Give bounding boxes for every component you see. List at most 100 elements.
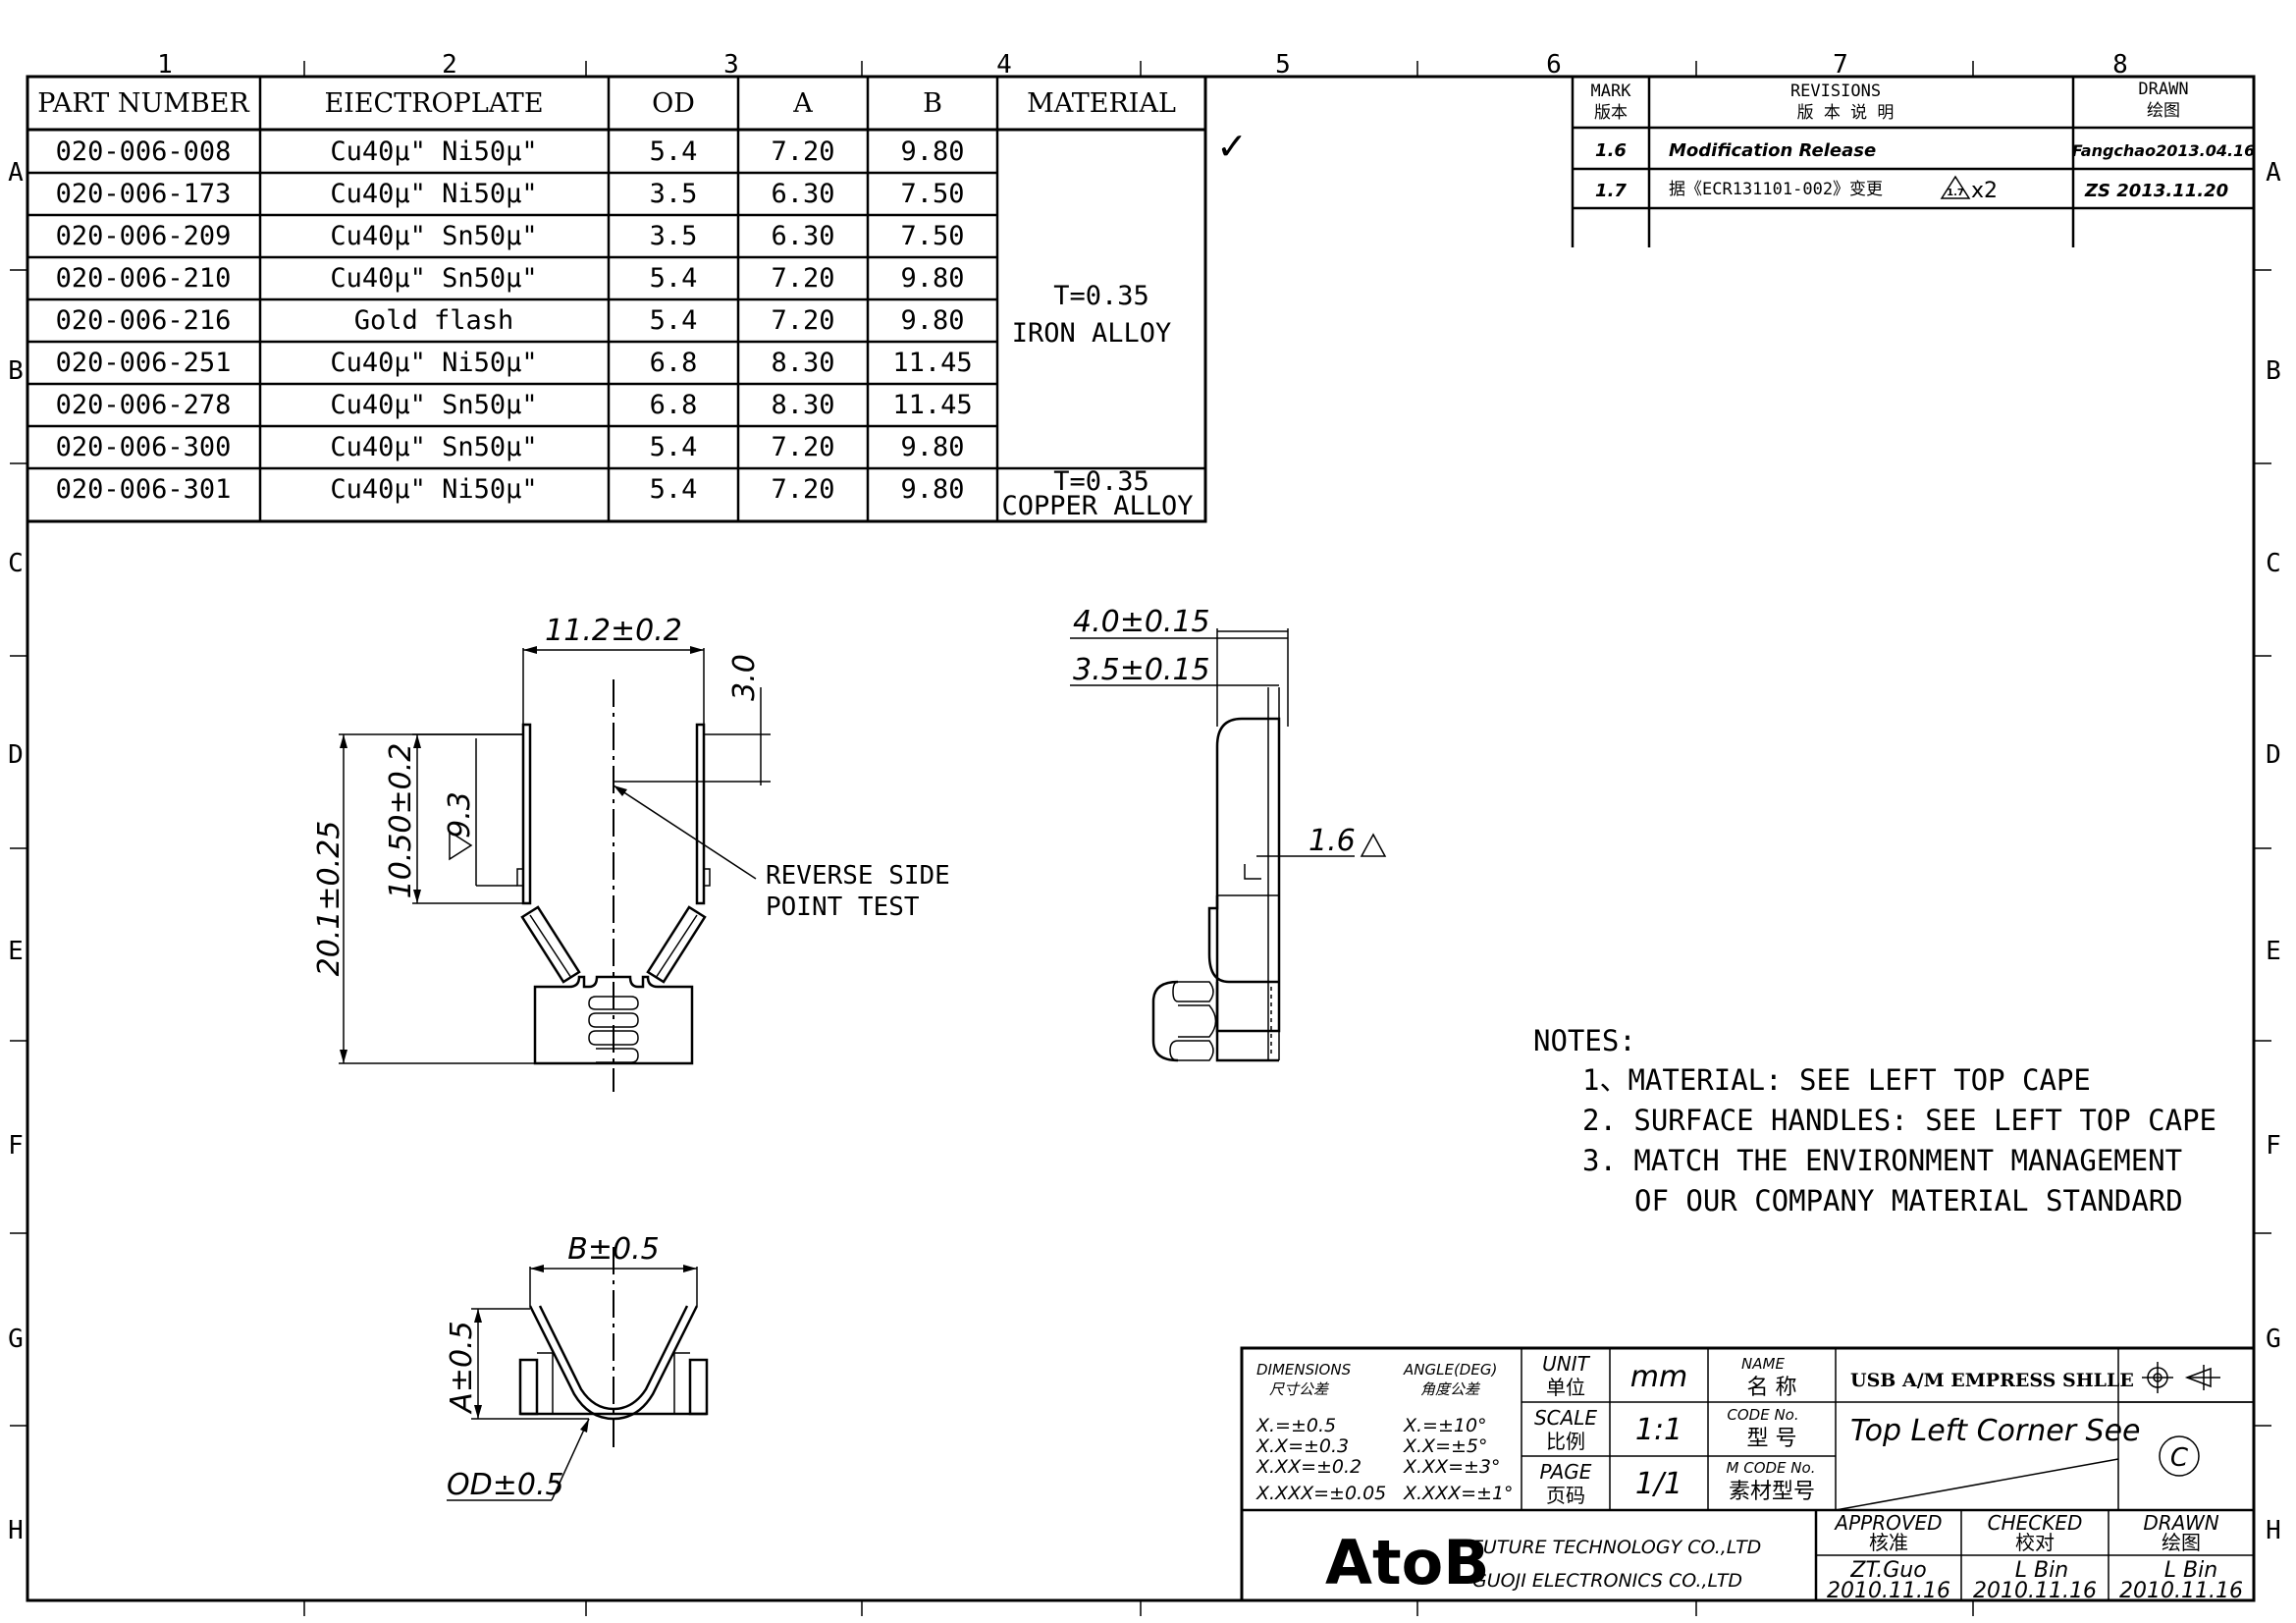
- rev-row-1-desc: Modification Release: [1669, 140, 1876, 161]
- table-cell-a-value: 7.20: [771, 136, 834, 167]
- table-cell-od: 6.8: [650, 390, 698, 420]
- tol-lin-2: X.X=±0.3: [1255, 1435, 1349, 1457]
- table-cell-a-value: 6.30: [771, 179, 834, 209]
- scale-label-en: SCALE: [1534, 1406, 1597, 1430]
- rev-header-drawn-cn: 绘图: [2147, 101, 2180, 121]
- table-cell-od: 6.8: [650, 348, 698, 378]
- tol-ang-2: X.X=±5°: [1403, 1435, 1488, 1457]
- rev-row-2-mark: 1.7: [1595, 181, 1627, 201]
- table-cell-part-number: 020-006-300: [56, 432, 232, 462]
- drawn-date: 2010.11.16: [2119, 1579, 2243, 1603]
- scale-label-cn: 比例: [1546, 1430, 1585, 1453]
- col-label-7: 7: [1833, 50, 1848, 80]
- title-block: DIMENSIONS 尺寸公差 ANGLE(DEG) 角度公差 X.=±0.5 …: [1240, 1346, 2256, 1603]
- rev-header-mark-en: MARK: [1591, 81, 1632, 101]
- table-cell-electroplate: Cu40μ" Sn50μ": [330, 221, 537, 251]
- table-cell-a-value: 8.30: [771, 390, 834, 420]
- row-label-E-right: E: [2266, 937, 2281, 966]
- dim-mid: 10.50±0.2: [384, 743, 418, 899]
- scale-value: 1:1: [1635, 1413, 1682, 1447]
- tol-lin-1: X.=±0.5: [1255, 1415, 1336, 1436]
- row-label-G: G: [8, 1325, 24, 1354]
- mcode-label-en: M CODE No.: [1727, 1459, 1816, 1477]
- table-cell-od: 5.4: [650, 474, 698, 505]
- dim-side-c: 1.6: [1308, 824, 1356, 858]
- notes-title: NOTES:: [1533, 1024, 1636, 1057]
- note-3-cont: OF OUR COMPANY MATERIAL STANDARD: [1634, 1184, 2183, 1217]
- row-label-D: D: [8, 740, 24, 770]
- col-header-part-number: PART NUMBER: [37, 88, 249, 119]
- table-cell-electroplate: Cu40μ" Ni50μ": [330, 179, 537, 209]
- table-cell-b-value: 11.45: [892, 348, 972, 378]
- table-cell-a-value: 8.30: [771, 348, 834, 378]
- row-label-B: B: [8, 356, 24, 386]
- notes-block: NOTES: 1、MATERIAL: SEE LEFT TOP CAPE 2. …: [1533, 1024, 2216, 1217]
- table-cell-b-value: 9.80: [900, 432, 964, 462]
- tol-lin-3: X.XX=±0.2: [1255, 1456, 1362, 1478]
- page-label-en: PAGE: [1540, 1460, 1592, 1484]
- table-cell-b-value: 11.45: [892, 390, 972, 420]
- copyright-icon: C: [2159, 1435, 2200, 1477]
- table-cell-part-number: 020-006-251: [56, 348, 232, 378]
- note-2: 2. SURFACE HANDLES: SEE LEFT TOP CAPE: [1582, 1104, 2216, 1137]
- dim-bottom-b: B±0.5: [567, 1232, 659, 1267]
- table-cell-b-value: 9.80: [900, 136, 964, 167]
- table-cell-a-value: 7.20: [771, 474, 834, 505]
- approved-label-cn: 核准: [1869, 1531, 1908, 1554]
- tol-ang-1: X.=±10°: [1403, 1415, 1487, 1436]
- tol-lin-4: X.XXX=±0.05: [1255, 1483, 1386, 1504]
- table-cell-electroplate: Cu40μ" Ni50μ": [330, 474, 537, 505]
- table-cell-part-number: 020-006-008: [56, 136, 232, 167]
- projection-symbol-icon: [2142, 1362, 2220, 1393]
- table-cell-part-number: 020-006-210: [56, 263, 232, 294]
- table-cell-a-value: 7.20: [771, 432, 834, 462]
- dim-bottom-od: OD±0.5: [447, 1468, 564, 1502]
- code-label-en: CODE No.: [1727, 1406, 1798, 1424]
- row-label-F-right: F: [2266, 1131, 2281, 1161]
- name-label-cn: 名 称: [1747, 1376, 1797, 1400]
- rev-header-rev-cn: 版 本 说 明: [1797, 103, 1895, 123]
- table-cell-b-value: 9.80: [900, 263, 964, 294]
- table-cell-od: 3.5: [650, 179, 698, 209]
- col-label-5: 5: [1275, 50, 1291, 80]
- checked-date: 2010.11.16: [1973, 1579, 2097, 1603]
- dim-bottom-a: A±0.5: [445, 1321, 479, 1414]
- table-cell-part-number: 020-006-301: [56, 474, 232, 505]
- dim-top: 3.0: [727, 654, 762, 701]
- code-label-cn: 型 号: [1747, 1427, 1797, 1451]
- zone-ticks: [10, 61, 2271, 1616]
- code-value: Top Left Corner See: [1850, 1414, 2141, 1448]
- row-label-F: F: [8, 1131, 24, 1161]
- table-cell-od: 5.4: [650, 432, 698, 462]
- row-label-H: H: [8, 1516, 24, 1545]
- ref-triangle-icon: [449, 830, 473, 861]
- page-value: 1/1: [1635, 1467, 1682, 1501]
- checked-label-cn: 校对: [2015, 1531, 2055, 1554]
- svg-text:1.7: 1.7: [1947, 188, 1964, 198]
- front-view-drawing: 11.2±0.2 3.0 20.1±0.25 10.50±0.2 9.3 REV…: [312, 614, 950, 1092]
- bottom-view-drawing: B±0.5 A±0.5 OD±0.5: [445, 1232, 709, 1502]
- part-name-value: USB A/M EMPRESS SHLLE: [1850, 1370, 2134, 1391]
- table-cell-od: 5.4: [650, 263, 698, 294]
- col-header-b: B: [923, 88, 942, 119]
- table-cell-part-number: 020-006-173: [56, 179, 232, 209]
- ref-triangle-icon-2: [1360, 833, 1387, 857]
- table-cell-b-value: 7.50: [900, 179, 964, 209]
- col-label-4: 4: [996, 50, 1012, 80]
- row-label-G-right: G: [2266, 1325, 2281, 1354]
- table-cell-a-value: 7.20: [771, 305, 834, 336]
- col-label-8: 8: [2112, 50, 2128, 80]
- svg-text:C: C: [2170, 1443, 2189, 1473]
- col-label-6: 6: [1546, 50, 1562, 80]
- table-cell-b-value: 7.50: [900, 221, 964, 251]
- table-cell-od: 3.5: [650, 221, 698, 251]
- angle-label-en: ANGLE(DEG): [1403, 1361, 1497, 1379]
- material-iron-name: IRON ALLOY: [1012, 318, 1172, 349]
- approved-date: 2010.11.16: [1827, 1579, 1950, 1603]
- table-cell-b-value: 9.80: [900, 305, 964, 336]
- col-header-od: OD: [652, 88, 695, 119]
- revision-triangle-icon: 1.7: [1940, 175, 1971, 199]
- row-label-A: A: [8, 158, 24, 188]
- dimensions-label-cn: 尺寸公差: [1269, 1380, 1330, 1398]
